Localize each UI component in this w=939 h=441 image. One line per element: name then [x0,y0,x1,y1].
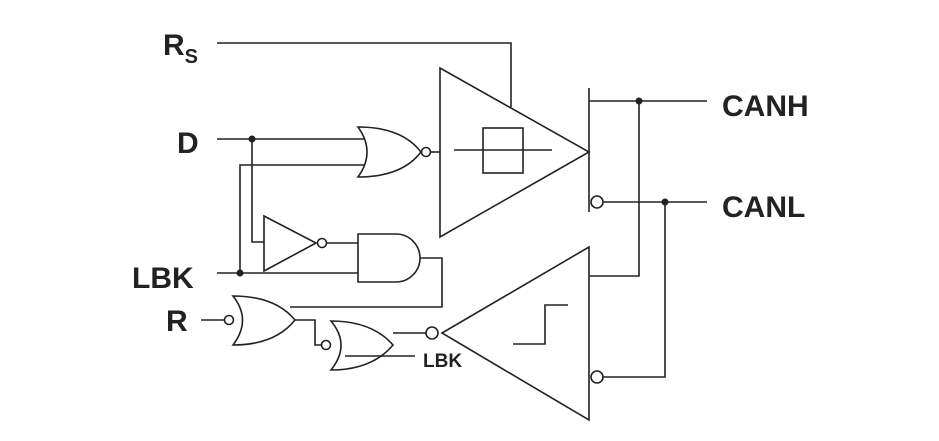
r-pin-label: R [166,305,188,338]
r-input-bubble [223,314,235,326]
inverter-output-bubble [316,237,328,249]
d-junction-dot [248,135,256,143]
or-lower-input-bubble [320,339,332,351]
rs-pin-subscript: S [185,46,198,68]
lbk-junction-dot [236,269,244,277]
and-output-wire [290,257,443,308]
receiver-canl-bubble [590,370,604,384]
d-to-inverter-wire [251,139,264,243]
receiver-output-bubble [425,326,439,340]
inverter-gate [263,214,318,273]
rs-pin-label: RS [163,29,198,68]
d-pin-label: D [177,127,199,160]
canh-pin-label: CANH [722,90,809,123]
receive-or-gate-upper [231,295,297,346]
lbk-to-nor-wire [239,164,368,273]
canl-pin-label: CANL [722,191,805,224]
receiver-triangle [440,245,590,422]
canl-junction-dot [661,198,669,206]
or-upper-to-lower-wire [295,319,321,346]
canl-bubble [590,195,604,209]
transmit-nor-gate [356,126,423,178]
canh-junction-dot [635,97,643,105]
canh-to-receiver-wire [589,101,640,277]
lbk-gate-input-label: LBK [423,351,462,372]
lbk-pin-label: LBK [132,262,194,295]
rs-wire [217,42,512,107]
nor-output-bubble [420,146,432,158]
receive-or-gate-lower [329,320,395,371]
hysteresis-icon [513,304,568,345]
canl-to-receiver-wire [603,202,666,378]
and-gate [357,233,421,283]
